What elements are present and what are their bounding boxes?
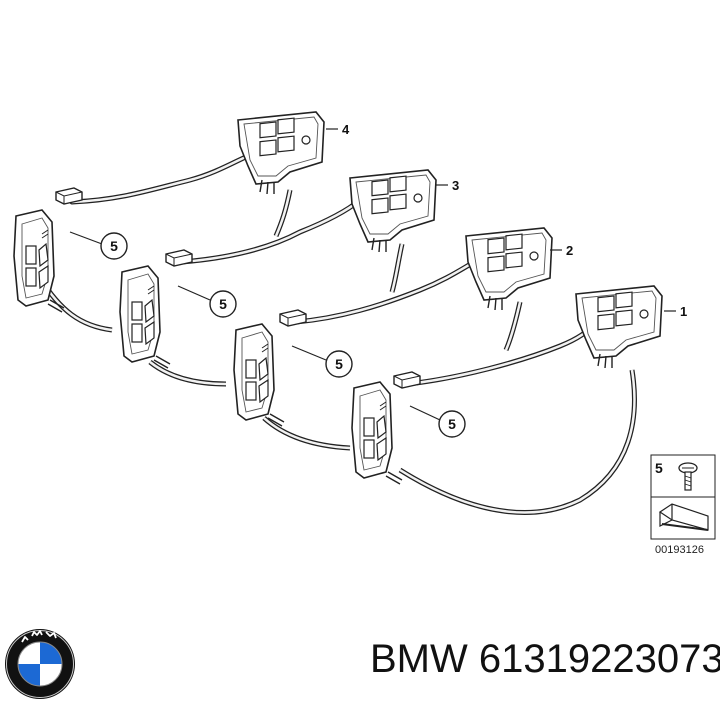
brand-name: BMW xyxy=(370,637,468,681)
screw-icon xyxy=(678,462,698,491)
callout-5-a-label: 5 xyxy=(110,238,118,254)
callout-5-c: 5 xyxy=(291,345,353,378)
callout-5-d: 5 xyxy=(409,405,466,438)
callout-2: 2 xyxy=(550,243,573,258)
switch-assembly-1 xyxy=(351,285,663,515)
callout-2-label: 2 xyxy=(566,243,573,258)
part-caption: BMW 61319223073 xyxy=(370,634,720,684)
callout-1-label: 1 xyxy=(680,304,687,319)
callout-4: 4 xyxy=(326,122,350,137)
callout-5-b-label: 5 xyxy=(219,296,227,312)
bracket-icon xyxy=(658,503,709,531)
callout-5-a: 5 xyxy=(69,231,128,260)
callout-5-b: 5 xyxy=(177,285,237,318)
legend-box: 5 00193126 xyxy=(650,454,716,556)
drawing-number: 00193126 xyxy=(655,544,704,556)
callout-1: 1 xyxy=(664,304,687,319)
callout-5-d-label: 5 xyxy=(448,416,456,432)
legend-item-number: 5 xyxy=(655,460,663,476)
switch-assembly-4 xyxy=(13,111,325,333)
callout-4-label: 4 xyxy=(342,122,350,137)
switch-assembly-2 xyxy=(233,227,553,451)
switch-assembly-3 xyxy=(119,169,437,387)
part-number: 61319223073 xyxy=(478,637,720,681)
callout-5-c-label: 5 xyxy=(335,356,343,372)
callout-3: 3 xyxy=(436,178,459,193)
callout-3-label: 3 xyxy=(452,178,459,193)
bmw-logo xyxy=(5,629,75,699)
